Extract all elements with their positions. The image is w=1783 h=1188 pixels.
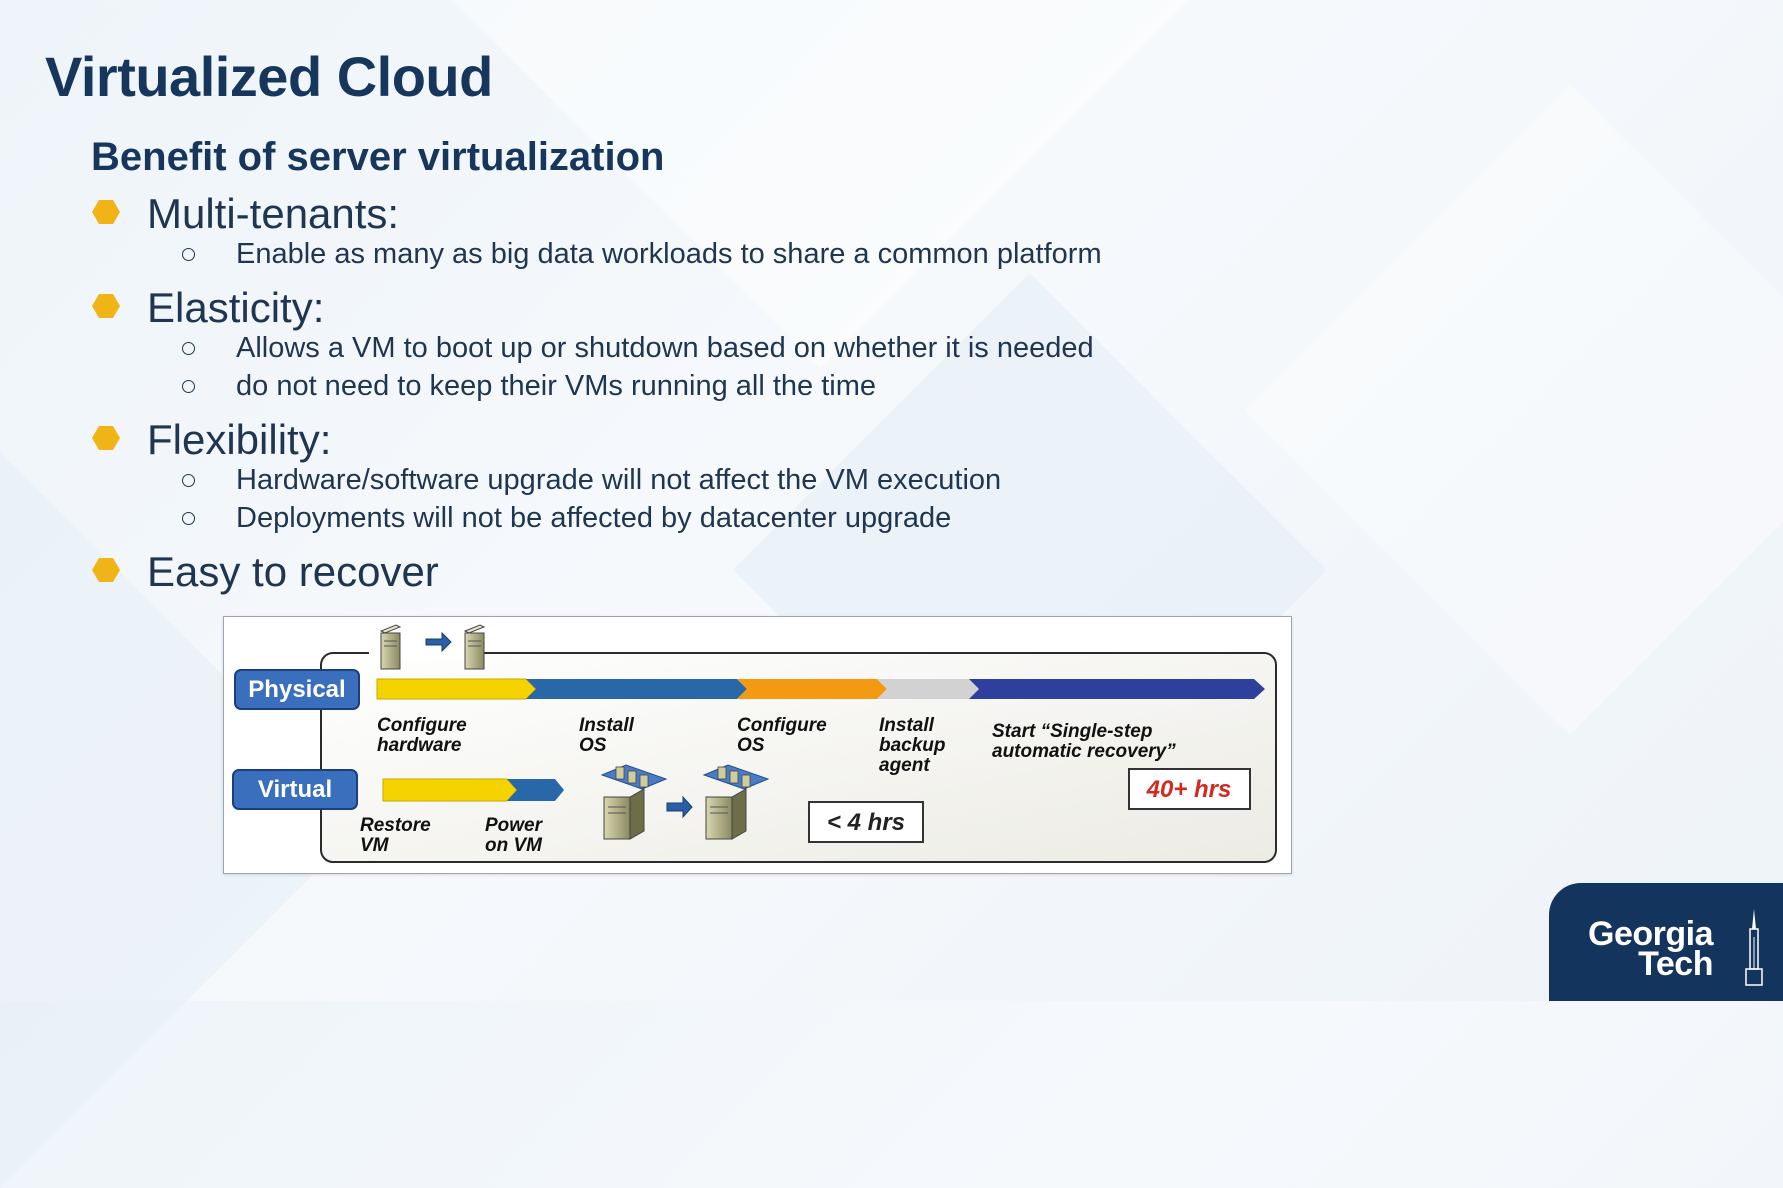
physical-timeline-arrow bbox=[376, 678, 1265, 700]
circle-bullet-icon bbox=[182, 380, 195, 393]
sub-bullet-text: Enable as many as big data workloads to … bbox=[236, 238, 1102, 270]
circle-bullet-icon bbox=[182, 512, 195, 525]
bullet-item: Flexibility: Hardware/software upgrade w… bbox=[92, 414, 1292, 540]
hexagon-bullet-icon bbox=[92, 200, 120, 224]
sub-bullet: Allows a VM to boot up or shutdown based… bbox=[92, 332, 1292, 370]
hexagon-bullet-icon bbox=[92, 558, 120, 582]
circle-bullet-icon bbox=[182, 342, 195, 355]
hexagon-bullet-icon bbox=[92, 294, 120, 318]
sub-bullet: do not need to keep their VMs running al… bbox=[92, 370, 1292, 408]
bullet-label: Multi-tenants: bbox=[147, 190, 400, 237]
virtual-label: Virtual bbox=[232, 769, 358, 810]
virtual-timeline-arrow bbox=[382, 778, 564, 802]
georgia-tech-logo: Georgia Tech bbox=[1549, 883, 1783, 1001]
physical-label: Physical bbox=[234, 669, 360, 710]
circle-bullet-icon bbox=[182, 248, 195, 261]
bullet-list: Multi-tenants: Enable as many as big dat… bbox=[92, 188, 1292, 596]
arrow-right-icon bbox=[666, 795, 693, 819]
slide-title: Virtualized Cloud bbox=[45, 45, 493, 108]
bullet-item: Easy to recover bbox=[92, 546, 1292, 596]
server-icon bbox=[463, 624, 486, 670]
bullet-label: Elasticity: bbox=[147, 284, 325, 331]
bullet-item: Multi-tenants: Enable as many as big dat… bbox=[92, 188, 1292, 276]
sub-bullet-text: Hardware/software upgrade will not affec… bbox=[236, 464, 1002, 496]
sub-bullet-text: Deployments will not be affected by data… bbox=[236, 502, 952, 534]
circle-bullet-icon bbox=[182, 474, 195, 487]
sub-bullet: Deployments will not be affected by data… bbox=[92, 502, 1292, 540]
arrow-right-icon bbox=[425, 631, 452, 653]
hexagon-bullet-icon bbox=[92, 426, 120, 450]
tech-tower-icon bbox=[1745, 909, 1763, 986]
sub-bullet-text: do not need to keep their VMs running al… bbox=[236, 370, 876, 402]
svg-text:40+ hrs: 40+ hrs bbox=[1146, 776, 1232, 803]
timeline-panel bbox=[320, 652, 1277, 863]
bullet-item: Elasticity: Allows a VM to boot up or sh… bbox=[92, 282, 1292, 408]
physical-time-box: 40+ hrs bbox=[1128, 768, 1251, 810]
svg-text:Physical: Physical bbox=[248, 676, 345, 703]
bullet-label: Flexibility: bbox=[147, 416, 332, 463]
svg-text:Virtual: Virtual bbox=[258, 776, 332, 803]
virtual-server-icon bbox=[702, 764, 770, 840]
background-shape bbox=[1244, 84, 1783, 736]
sub-bullet: Hardware/software upgrade will not affec… bbox=[92, 464, 1292, 502]
svg-text:< 4 hrs: < 4 hrs bbox=[827, 809, 905, 836]
logo-text: Georgia Tech bbox=[1588, 915, 1713, 983]
server-icon bbox=[379, 624, 402, 670]
virtual-server-icon bbox=[600, 764, 668, 840]
sub-bullet: Enable as many as big data workloads to … bbox=[92, 238, 1292, 276]
bullet-label: Easy to recover bbox=[147, 548, 439, 595]
virtual-time-box: < 4 hrs bbox=[808, 801, 924, 843]
slide-subtitle: Benefit of server virtualization bbox=[91, 135, 665, 179]
sub-bullet-text: Allows a VM to boot up or shutdown based… bbox=[236, 332, 1094, 364]
